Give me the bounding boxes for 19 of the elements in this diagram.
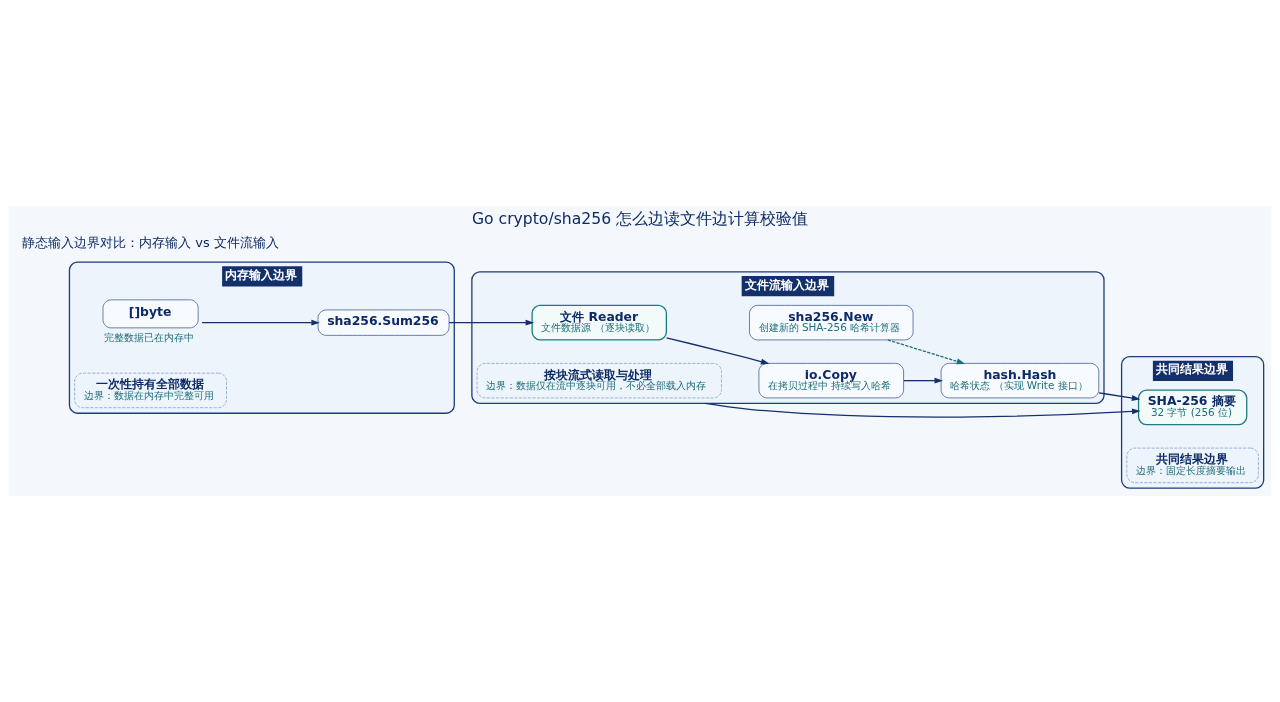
arrow xyxy=(887,339,966,365)
arrow xyxy=(704,402,1141,418)
node-box: 文件 Reader 文件数据源 （逐块读取） xyxy=(531,304,668,341)
node-box: 按块流式读取与处理 边界：数据仅在流中逐块可用，不必全部载入内存 xyxy=(476,363,722,399)
node-box: SHA-256 摘要 32 字节 (256 位) xyxy=(1137,389,1248,426)
arrow xyxy=(903,377,943,384)
label: 静态输入边界对比：内存输入 vs 文件流输入 xyxy=(22,235,279,251)
arrow xyxy=(201,319,320,326)
arrow xyxy=(665,337,770,365)
arrow xyxy=(1098,392,1141,401)
node-box: io.Copy 在拷贝过程中 持续写入哈希 xyxy=(758,363,904,399)
node-box: sha256.Sum256 xyxy=(317,309,450,336)
node-box: 一次性持有全部数据 边界：数据在内存中完整可用 xyxy=(74,372,227,409)
arrow xyxy=(448,319,535,326)
node-box: sha256.New 创建新的 SHA-256 哈希计算器 xyxy=(749,305,914,341)
node-label: 完整数据已在内存中 xyxy=(104,331,195,344)
node-box: 共同结果边界 边界：固定长度摘要输出 xyxy=(1126,447,1259,483)
node-box: hash.Hash 哈希状态 （实现 Write 接口） xyxy=(940,363,1100,399)
diagram-title: Go crypto/sha256 怎么边读文件边计算校验值 xyxy=(471,208,809,228)
